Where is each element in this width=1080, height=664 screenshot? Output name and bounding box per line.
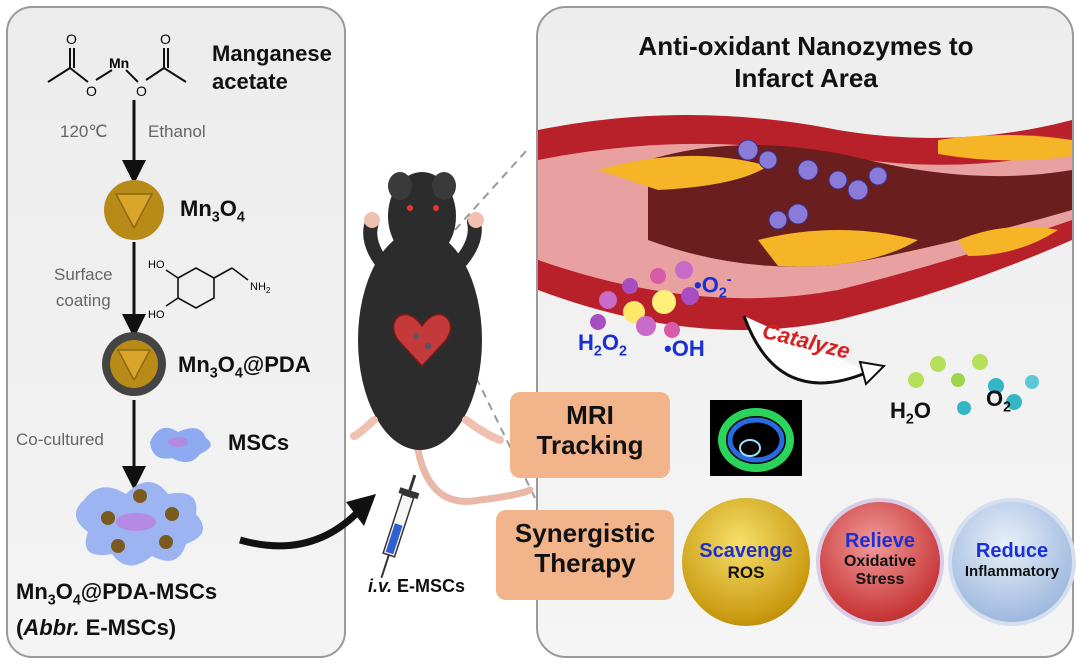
water-label: H2O — [890, 398, 931, 428]
mri-image — [710, 400, 802, 476]
product-molecules — [908, 354, 1039, 415]
step3-label: Co-cultured — [16, 430, 104, 449]
mri-tracking-box: MRI Tracking — [510, 392, 670, 478]
syringe-icon — [380, 474, 420, 579]
scavenge-ros-circle: Scavenge ROS — [682, 498, 810, 626]
injection-label: i.v. E-MSCs — [368, 576, 466, 596]
atom-mn: Mn — [109, 55, 129, 71]
mouse-illustration — [239, 150, 537, 579]
superoxide-label: •O2- — [694, 272, 732, 302]
mn3o4-pda-label: Mn3O4@PDA — [178, 352, 311, 382]
h2o2-label: H2O2 — [578, 330, 627, 360]
atom-o: O — [86, 83, 97, 99]
oxygen-label: O2 — [986, 386, 1012, 416]
dopamine-structure — [165, 267, 249, 309]
reduce-inflammation-circle: Reduce Inflammatory — [948, 498, 1076, 626]
synthesis-arrows: HO HO NH2 — [75, 100, 271, 566]
condition-temperature: 120℃ — [60, 122, 108, 141]
condition-solvent: Ethanol — [148, 122, 206, 141]
atom-o: O — [136, 83, 147, 99]
step2-label: Surface coating — [54, 265, 113, 310]
msc-label: MSCs — [228, 430, 290, 455]
synergistic-therapy-box: Synergistic Therapy — [496, 510, 674, 600]
mechanism-title: Anti-oxidant Nanozymes to Infarct Area — [638, 31, 974, 93]
manganese-acetate-structure: O O O O Mn — [47, 31, 187, 99]
svg-text:NH2: NH2 — [250, 281, 271, 295]
e-msc-label: Mn3O4@PDA-MSCs (Abbr. E-MSCs) — [16, 579, 218, 641]
ros-molecules — [590, 261, 699, 338]
atom-o: O — [66, 31, 77, 47]
mn3o4-label: Mn3O4 — [180, 196, 245, 226]
hydroxyl-radical-label: •OH — [664, 336, 705, 361]
svg-text:HO: HO — [148, 259, 165, 271]
blood-vessel-illustration — [538, 115, 1072, 415]
precursor-label: Manganese acetate — [212, 41, 332, 94]
svg-text:HO: HO — [148, 309, 165, 321]
heart-icon — [392, 313, 452, 368]
atom-o: O — [160, 31, 171, 47]
relieve-stress-circle: Relieve Oxidative Stress — [816, 498, 944, 626]
